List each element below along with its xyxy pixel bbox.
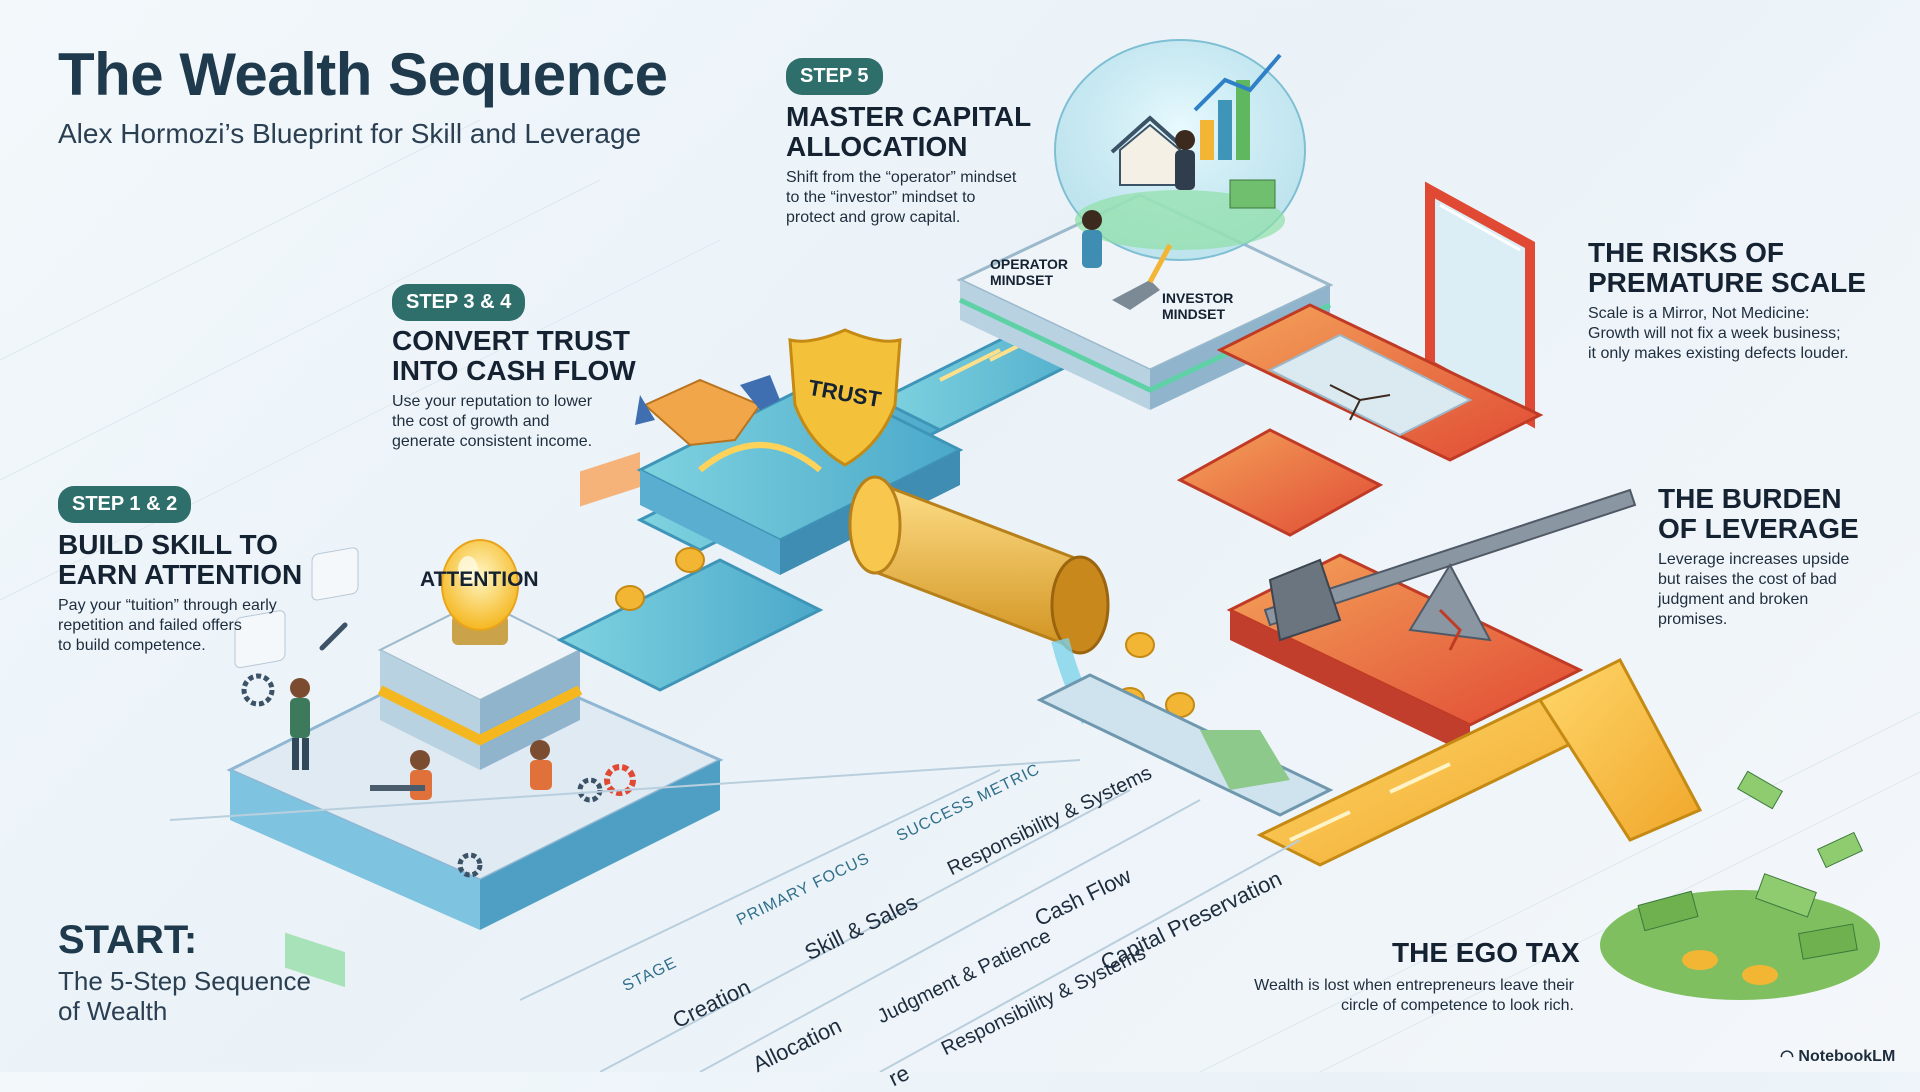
- ego-body-line: circle of competence to look rich.: [1341, 997, 1574, 1014]
- step-3-4-heading-line2: INTO CASH FLOW: [392, 355, 636, 386]
- leverage-body-line: promises.: [1658, 611, 1728, 628]
- operator-label-line1: OPERATOR: [990, 256, 1069, 272]
- cash-tray: [1036, 673, 1334, 817]
- leverage-heading-line2: OF LEVERAGE: [1658, 513, 1859, 544]
- risk-leverage-heading: THE BURDEN OF LEVERAGE: [1658, 484, 1859, 544]
- attention-label: ATTENTION: [420, 568, 539, 591]
- gear-icon: [234, 610, 286, 707]
- ego-tax-path: [1256, 658, 1703, 867]
- step-5-heading: MASTER CAPITAL ALLOCATION: [786, 102, 1031, 162]
- investor-figure: [1175, 130, 1276, 209]
- operator-mindset-label: OPERATOR MINDSET: [990, 256, 1068, 288]
- step-1-2-body-line: to build competence.: [58, 637, 206, 654]
- risk-heading-line1: THE RISKS OF: [1588, 237, 1785, 268]
- risk-premature-scale-heading: THE RISKS OF PREMATURE SCALE: [1588, 238, 1866, 298]
- leverage-body-line: but raises the cost of bad: [1658, 571, 1837, 588]
- ego-body-line: Wealth is lost when entrepreneurs leave …: [1254, 977, 1574, 994]
- risk-leverage-body: Leverage increases upside but raises the…: [1658, 550, 1849, 630]
- step-3-4-heading-line1: CONVERT TRUST: [392, 325, 630, 356]
- step-5-body-line: Shift from the “operator” mindset: [786, 169, 1017, 186]
- step-5-heading-line1: MASTER CAPITAL: [786, 101, 1032, 132]
- step-3-4-body-line: generate consistent income.: [392, 433, 593, 450]
- workers-illustration: [290, 678, 552, 800]
- shield-icon: [788, 328, 902, 467]
- stage-table-grid: [169, 759, 1301, 1072]
- step-1-2-heading: BUILD SKILL TO EARN ATTENTION: [58, 530, 302, 590]
- page-title: The Wealth Sequence: [58, 41, 668, 108]
- step-3-4-body: Use your reputation to lower the cost of…: [392, 392, 592, 452]
- risk-heading-line2: PREMATURE SCALE: [1588, 267, 1866, 298]
- broken-gear-icon: [457, 764, 636, 878]
- money-pile-icon: [1600, 770, 1880, 1000]
- leverage-body-line: Leverage increases upside: [1658, 551, 1850, 568]
- start-subtitle-line2: of Wealth: [58, 996, 168, 1026]
- step-1-2-body: Pay your “tuition” through early repetit…: [58, 596, 277, 656]
- brand-watermark: ◠ NotebookLM: [1780, 1046, 1895, 1066]
- step-5-body-line: to the “investor” mindset to: [786, 189, 976, 206]
- leverage-body-line: judgment and broken: [1658, 591, 1809, 608]
- start-subtitle: The 5-Step Sequence of Wealth: [58, 966, 311, 1026]
- background-grid: [0, 119, 1920, 1072]
- step-1-2-heading-line1: BUILD SKILL TO: [58, 529, 278, 560]
- lightbulb-icon: [441, 539, 519, 645]
- risk-body-line: Scale is a Mirror, Not Medicine:: [1588, 305, 1810, 322]
- handshake-icon: [635, 375, 780, 447]
- step-1-2-heading-line2: EARN ATTENTION: [58, 559, 303, 590]
- notebooklm-logo-icon: ◠: [1780, 1048, 1799, 1065]
- step-3-4-badge: STEP 3 & 4: [392, 284, 526, 321]
- growth-chart-icon: [1193, 53, 1282, 160]
- start-subtitle-line1: The 5-Step Sequence: [58, 966, 311, 996]
- operator-figure: [1082, 210, 1173, 310]
- step-5-heading-line2: ALLOCATION: [786, 131, 968, 162]
- cash-flow-pipe: [848, 475, 1110, 725]
- step-5-body-line: protect and grow capital.: [786, 209, 961, 226]
- risk-premature-scale-body: Scale is a Mirror, Not Medicine: Growth …: [1588, 304, 1849, 364]
- step-3-4-body-line: the cost of growth and: [392, 413, 550, 430]
- start-heading: START:: [58, 918, 198, 962]
- risk-ego-tax-heading: THE EGO TAX: [1392, 937, 1580, 968]
- operator-label-line2: MINDSET: [990, 272, 1053, 288]
- page-subtitle: Alex Hormozi’s Blueprint for Skill and L…: [58, 118, 642, 149]
- step-5-body: Shift from the “operator” mindset to the…: [786, 168, 1016, 228]
- investor-label-line2: MINDSET: [1162, 306, 1225, 322]
- investor-label-line1: INVESTOR: [1162, 290, 1234, 306]
- brand-name: NotebookLM: [1798, 1048, 1896, 1065]
- investor-mindset-label: INVESTOR MINDSET: [1162, 290, 1233, 322]
- risk-ego-tax-body: Wealth is lost when entrepreneurs leave …: [1228, 976, 1574, 1016]
- step-1-2-badge: STEP 1 & 2: [58, 486, 192, 523]
- step-1-2-body-line: Pay your “tuition” through early: [58, 597, 277, 614]
- risk-body-line: Growth will not fix a week business;: [1588, 325, 1841, 342]
- step-5-badge: STEP 5: [786, 58, 883, 95]
- step-1-2-body-line: repetition and failed offers: [58, 617, 242, 634]
- step-3-4-body-line: Use your reputation to lower: [392, 393, 593, 410]
- attention-pedestal: [377, 598, 583, 770]
- risk-body-line: it only makes existing defects louder.: [1588, 345, 1849, 362]
- leverage-heading-line1: THE BURDEN: [1658, 483, 1842, 514]
- wrench-icon: [311, 547, 359, 651]
- leverage-seesaw-icon: [1263, 488, 1637, 651]
- step-3-4-heading: CONVERT TRUST INTO CASH FLOW: [392, 326, 636, 386]
